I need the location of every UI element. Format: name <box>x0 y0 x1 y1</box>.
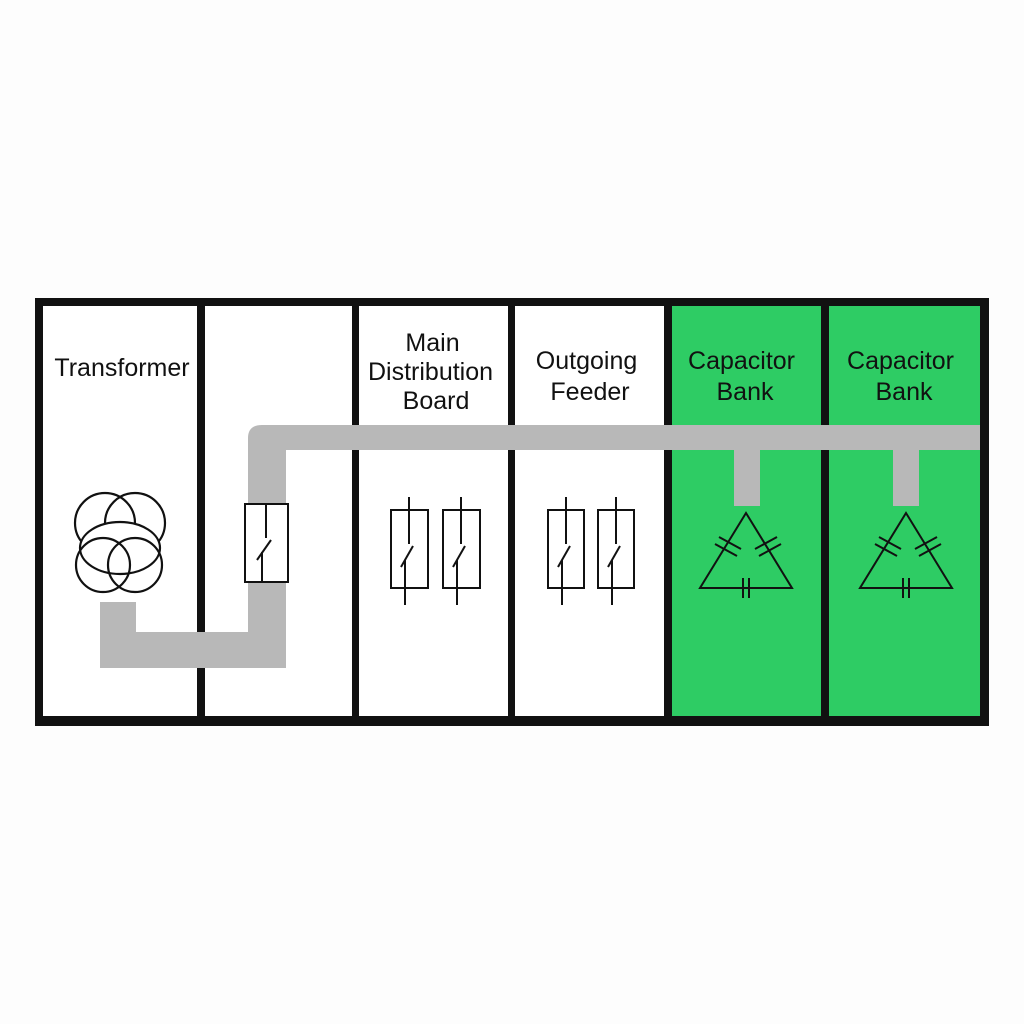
capacitor-left <box>874 536 902 557</box>
panel-outgoing-feeder-label-line: Outgoing <box>536 347 637 375</box>
panel-capacitor-bank-1-label: Capacitor Bank <box>688 347 802 406</box>
panel-transformer-label-line: Transformer <box>54 354 189 382</box>
capacitor-bottom <box>742 578 750 598</box>
panel-capacitor-bank-1-label-line: Capacitor <box>688 347 795 375</box>
breaker-icon <box>390 497 429 605</box>
capacitor-right <box>754 536 782 557</box>
breaker-pair-icon <box>547 497 635 605</box>
panel-capacitor-bank-1: Capacitor Bank <box>672 306 821 716</box>
breaker-pair-icon <box>390 497 481 605</box>
busbar-drop-capacitor-1 <box>734 448 760 506</box>
capacitor-right <box>914 536 942 557</box>
transformer-icon <box>73 491 167 594</box>
panel-capacitor-bank-2: Capacitor Bank <box>829 306 980 716</box>
breaker-icon <box>597 497 635 605</box>
transformer-coil-middle <box>78 520 162 576</box>
panel-main-distribution-board-label-line: Board <box>403 387 470 415</box>
panel-outgoing-feeder: Outgoing Feeder <box>515 306 664 716</box>
panel-main-distribution-board: Main Distribution Board <box>359 306 508 716</box>
capacitor-bottom <box>902 578 910 598</box>
panel-main-distribution-board-bg <box>359 306 508 716</box>
transformer-coil-bottom-right <box>106 536 164 594</box>
panel-capacitor-bank-2-label: Capacitor Bank <box>847 347 961 406</box>
capacitor-left <box>714 536 742 557</box>
transformer-coil-bottom-left <box>74 536 132 594</box>
breaker-icon <box>442 497 481 605</box>
panel-main-distribution-board-label: Main Distribution Board <box>368 329 500 415</box>
panel-outgoing-feeder-bg <box>515 306 664 716</box>
panel-outgoing-feeder-label: Outgoing Feeder <box>536 347 644 406</box>
breaker-icon <box>547 497 585 605</box>
switch-icon <box>244 503 289 583</box>
panel-capacitor-bank-2-bg <box>829 306 980 716</box>
busbar-drop-capacitor-2 <box>893 448 919 506</box>
panel-transformer-label: Transformer <box>54 354 189 382</box>
panel-main-distribution-board-label-line: Distribution <box>368 358 493 386</box>
panel-capacitor-bank-1-label-line: Bank <box>717 378 774 406</box>
delta-capacitor-icon <box>858 511 954 598</box>
panel-outgoing-feeder-label-line: Feeder <box>550 378 629 406</box>
panel-capacitor-bank-1-bg <box>672 306 821 716</box>
panel-capacitor-bank-2-label-line: Capacitor <box>847 347 954 375</box>
switch-blade <box>256 539 272 561</box>
panel-main-distribution-board-label-line: Main <box>405 329 459 357</box>
panel-capacitor-bank-2-label-line: Bank <box>876 378 933 406</box>
delta-capacitor-icon <box>698 511 794 598</box>
